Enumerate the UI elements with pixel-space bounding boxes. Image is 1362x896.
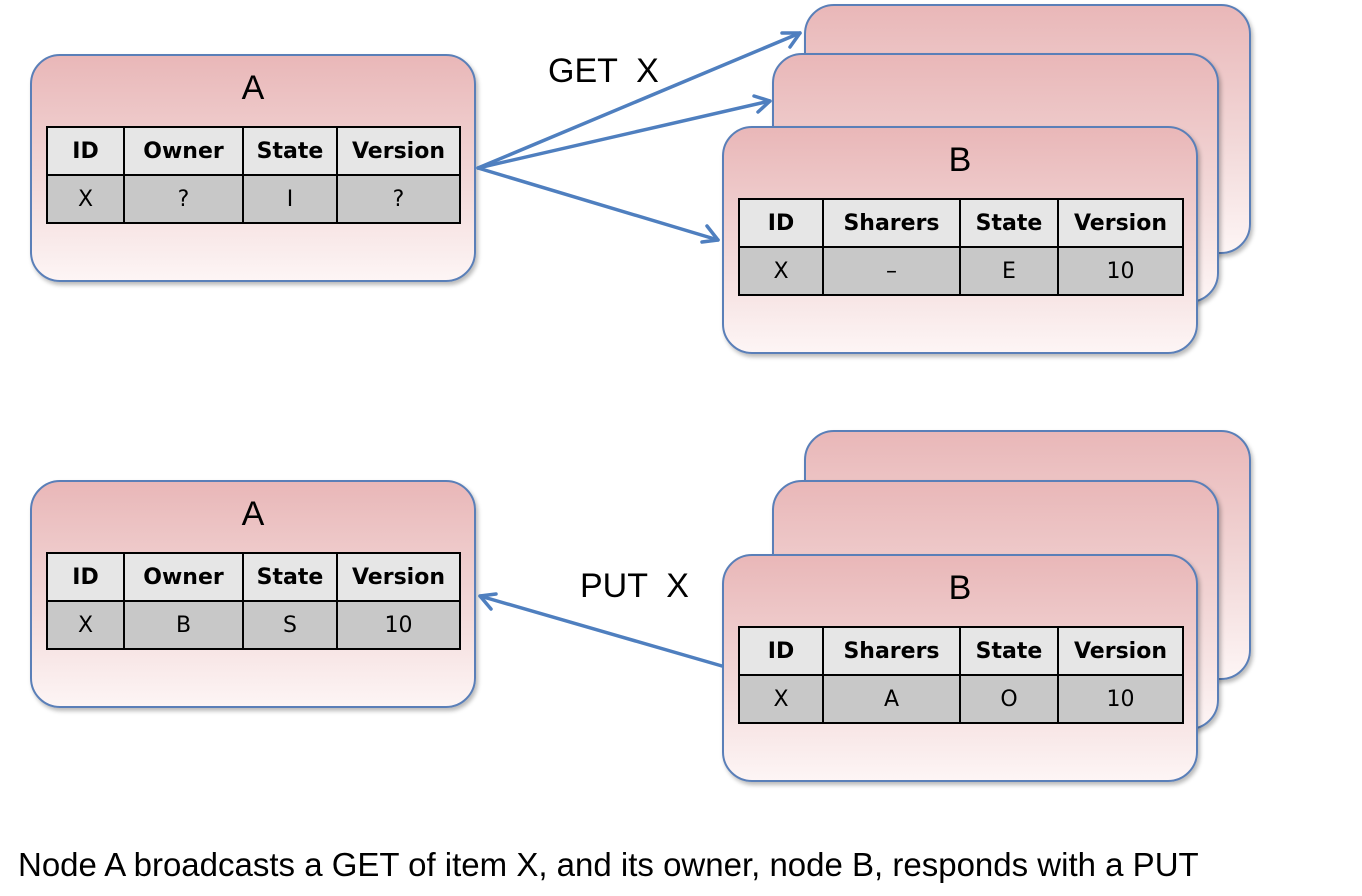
header-id: ID (738, 626, 824, 676)
node-a-top-table: ID Owner State Version X ? I ? (46, 126, 461, 224)
get-arrowhead-front (700, 224, 720, 244)
table-header-row: ID Sharers State Version (738, 626, 1184, 676)
header-state: State (242, 126, 338, 176)
message-get: GET X (548, 52, 659, 90)
get-arrowhead-back (780, 31, 802, 49)
node-b-top-title: B (948, 141, 972, 179)
cell-id: X (738, 246, 824, 296)
cell-sharers: A (822, 674, 961, 724)
cell-sharers: – (822, 246, 961, 296)
node-b-top: B ID Sharers State Version X – E 10 (722, 126, 1198, 354)
header-id: ID (46, 552, 125, 602)
table-header-row: ID Owner State Version (46, 552, 461, 602)
cell-owner: B (123, 600, 244, 650)
cell-id: X (46, 174, 125, 224)
node-b-bottom-table: ID Sharers State Version X A O 10 (738, 626, 1184, 724)
header-state: State (959, 626, 1059, 676)
cell-state: S (242, 600, 338, 650)
table-row: X A O 10 (738, 674, 1184, 724)
node-a-bottom-title: A (241, 495, 265, 533)
cell-state: E (959, 246, 1059, 296)
table-row: X – E 10 (738, 246, 1184, 296)
cell-id: X (738, 674, 824, 724)
node-a-top-title: A (241, 69, 265, 107)
cell-version: 10 (336, 600, 461, 650)
header-owner: Owner (123, 552, 244, 602)
header-owner: Owner (123, 126, 244, 176)
table-row: X B S 10 (46, 600, 461, 650)
header-version: Version (1057, 626, 1184, 676)
message-put: PUT X (580, 567, 689, 605)
get-arrow-middle (476, 99, 772, 170)
header-version: Version (336, 552, 461, 602)
table-row: X ? I ? (46, 174, 461, 224)
cell-state: I (242, 174, 338, 224)
put-arrow (478, 594, 724, 668)
caption: Node A broadcasts a GET of item X, and i… (18, 846, 1199, 883)
header-state: State (959, 198, 1059, 248)
header-state: State (242, 552, 338, 602)
cell-id: X (46, 600, 125, 650)
cell-version: 10 (1057, 246, 1184, 296)
get-arrowhead-middle (752, 94, 772, 114)
cell-version: ? (336, 174, 461, 224)
table-header-row: ID Owner State Version (46, 126, 461, 176)
header-version: Version (1057, 198, 1184, 248)
table-header-row: ID Sharers State Version (738, 198, 1184, 248)
node-b-top-table: ID Sharers State Version X – E 10 (738, 198, 1184, 296)
cell-owner: ? (123, 174, 244, 224)
node-a-top: A ID Owner State Version X ? I ? (30, 54, 476, 282)
node-b-bottom: B ID Sharers State Version X A O 10 (722, 554, 1198, 782)
node-a-bottom: A ID Owner State Version X B S 10 (30, 480, 476, 708)
header-version: Version (336, 126, 461, 176)
cell-version: 10 (1057, 674, 1184, 724)
put-arrowhead (478, 592, 498, 611)
get-arrow-back (476, 31, 802, 170)
node-a-bottom-table: ID Owner State Version X B S 10 (46, 552, 461, 650)
header-sharers: Sharers (822, 626, 961, 676)
header-sharers: Sharers (822, 198, 961, 248)
cell-state: O (959, 674, 1059, 724)
header-id: ID (46, 126, 125, 176)
node-b-bottom-title: B (948, 569, 972, 607)
header-id: ID (738, 198, 824, 248)
get-arrow-front (476, 166, 720, 242)
